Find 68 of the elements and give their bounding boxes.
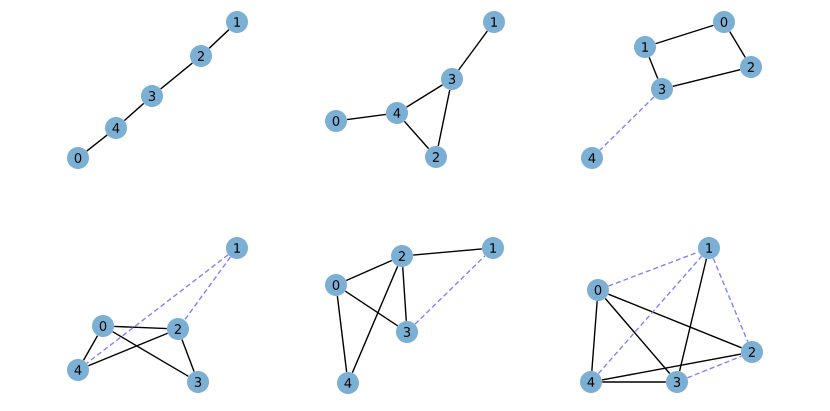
graph-node: 1 xyxy=(698,237,720,259)
graph-edge xyxy=(599,96,655,151)
graph-edge xyxy=(672,69,740,87)
graph-edge xyxy=(88,332,168,366)
graph-edge xyxy=(608,251,699,287)
graph-node: 1 xyxy=(483,11,505,33)
graph-node: 1 xyxy=(634,36,656,58)
graph-node: 3 xyxy=(396,321,418,343)
graph-node: 2 xyxy=(740,56,762,78)
graph-edge xyxy=(86,134,108,152)
graph-edge xyxy=(82,335,98,361)
graph-edge xyxy=(160,62,193,90)
graph-node: 1 xyxy=(482,237,504,259)
graph-edge xyxy=(648,57,658,79)
graph-edge xyxy=(598,256,702,374)
graph-edge xyxy=(729,31,746,58)
graph-node: 2 xyxy=(167,318,189,340)
graph-edge xyxy=(414,255,486,325)
graph-edge xyxy=(344,290,398,326)
graph-edge xyxy=(602,353,742,381)
graph-edge xyxy=(591,301,598,371)
graph-node: 3 xyxy=(651,78,673,100)
graph-edge xyxy=(712,258,748,342)
graph-edge xyxy=(413,248,482,256)
graph-node: 0 xyxy=(713,11,735,33)
graph-node: 0 xyxy=(67,147,89,169)
graph-edge xyxy=(458,30,488,70)
graph-node: 1 xyxy=(226,237,248,259)
graph-edge xyxy=(352,266,398,373)
graph-node: 3 xyxy=(666,371,688,393)
graph-node: 1 xyxy=(226,11,248,33)
graph-edge xyxy=(438,90,450,146)
graph-node: 0 xyxy=(325,110,347,132)
graph-node: 4 xyxy=(67,359,89,381)
graph-node: 3 xyxy=(141,85,163,107)
graph-node: 2 xyxy=(190,45,212,67)
graph-node: 0 xyxy=(587,279,609,301)
graph-node: 4 xyxy=(581,147,603,169)
graph-edge xyxy=(347,114,386,120)
graph-edge xyxy=(655,24,714,44)
graph-node: 2 xyxy=(391,245,413,267)
graph-edge xyxy=(406,84,443,108)
graph-edge xyxy=(608,294,742,348)
graph-edge xyxy=(114,326,167,330)
graph-node: 2 xyxy=(741,341,763,363)
graph-edge xyxy=(402,267,407,321)
graph-node: 3 xyxy=(187,371,209,393)
graph-edge xyxy=(678,258,708,372)
graph-edge xyxy=(604,298,670,374)
graph-edge xyxy=(336,296,348,372)
graph-node: 3 xyxy=(441,68,463,90)
graph-node: 0 xyxy=(92,315,114,337)
graph-node: 4 xyxy=(337,372,359,394)
graph-edge xyxy=(86,254,229,364)
graph-edge xyxy=(404,120,430,150)
graph-node: 2 xyxy=(425,146,447,168)
graph-edge xyxy=(687,356,742,378)
graph-edge xyxy=(181,339,195,372)
graph-edge xyxy=(124,102,144,122)
graph-node: 0 xyxy=(325,274,347,296)
graph-edge xyxy=(346,260,392,282)
graph-node: 4 xyxy=(105,117,127,139)
graph-edge xyxy=(112,331,189,377)
graph-edge xyxy=(184,256,231,320)
graph-edge xyxy=(602,381,666,383)
graph-edge xyxy=(208,29,230,49)
graph-node: 4 xyxy=(386,102,408,124)
graph-node: 4 xyxy=(580,371,602,393)
